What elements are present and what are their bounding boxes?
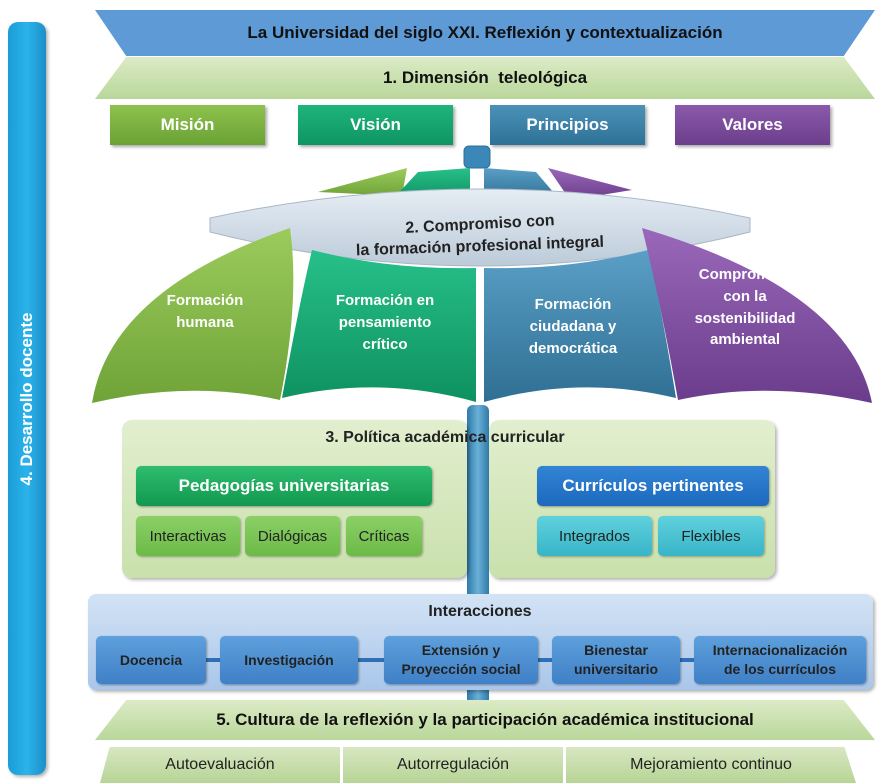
- connector: [680, 658, 694, 662]
- cultura-banner: 5. Cultura de la reflexión y la particip…: [95, 700, 875, 740]
- interaccion-label: Proyección social: [401, 661, 521, 677]
- segment-line: humana: [176, 313, 234, 331]
- pillar-mision: Misión: [110, 105, 265, 145]
- pedagogias-title: Pedagogías universitarias: [136, 466, 432, 506]
- segment-label-critico: Formación en pensamiento crítico: [310, 290, 460, 355]
- pillar-principios: Principios: [490, 105, 645, 145]
- interaccion-docencia: Docencia: [96, 636, 206, 684]
- title-banner: La Universidad del siglo XXI. Reflexión …: [95, 10, 875, 56]
- pillar-label: Misión: [160, 115, 215, 134]
- rib-green: [318, 168, 407, 196]
- segment-line: Formación: [534, 296, 612, 313]
- page-title: La Universidad del siglo XXI. Reflexión …: [247, 23, 723, 42]
- segment-line: con la: [723, 287, 767, 305]
- interacciones-title: Interacciones: [428, 603, 532, 620]
- politica-title: 3. Política académica curricular: [325, 429, 565, 446]
- connector: [538, 658, 552, 662]
- interaccion-label: universitario: [573, 661, 659, 677]
- segment-pensamiento-critico: [282, 250, 476, 402]
- curriculo-flexibles: Flexibles: [658, 516, 764, 556]
- interaccion-bienestar: Bienestar universitario: [552, 636, 680, 684]
- sidebar-desarrollo-docente: 4. Desarrollo docente: [8, 22, 46, 775]
- dimension-title: 1. Dimensión teleológica: [382, 68, 588, 87]
- segment-line: ciudadana y: [529, 317, 617, 335]
- pedagogia-criticas: Críticas: [346, 516, 422, 556]
- segment-line: Formación: [166, 292, 244, 309]
- interaccion-label: Docencia: [119, 651, 183, 668]
- interaccion-label: Extensión y: [421, 642, 501, 659]
- interaccion-extension: Extensión y Proyección social: [384, 636, 538, 684]
- interaccion-internacionalizacion: Internacionalización de los currículos: [694, 636, 866, 684]
- commitment-arc: [209, 188, 751, 267]
- pillar-valores: Valores: [675, 105, 830, 145]
- dimension-banner: 1. Dimensión teleológica: [95, 57, 875, 99]
- segment-line: pensamiento: [338, 313, 432, 331]
- pillar-label: Visión: [350, 115, 401, 134]
- cultura-autorregulacion: Autorregulación: [343, 747, 563, 783]
- segment-formacion-humana: [92, 228, 294, 403]
- cultura-title: 5. Cultura de la reflexión y la particip…: [216, 710, 754, 729]
- pillar-vision: Visión: [298, 105, 453, 145]
- segment-line: crítico: [362, 335, 408, 353]
- segment-label-humana: Formación humana: [140, 290, 270, 334]
- umbrella-knob: [463, 145, 491, 169]
- segment-label-sostenibilidad: Compromiso con la sostenibilidad ambient…: [670, 264, 820, 351]
- pillar-label: Principios: [526, 115, 609, 134]
- connector: [358, 658, 384, 662]
- segment-label-ciudadana: Formación ciudadana y democrática: [498, 294, 648, 359]
- interaccion-label: Bienestar: [584, 642, 648, 659]
- interaccion-label: Investigación: [244, 651, 334, 668]
- interaccion-investigacion: Investigación: [220, 636, 358, 684]
- interaccion-label: de los currículos: [723, 661, 837, 677]
- pedagogia-dialogicas: Dialógicas: [245, 516, 340, 556]
- curriculos-title: Currículos pertinentes: [537, 466, 769, 506]
- segment-line: Formación en: [335, 292, 435, 309]
- pillar-label: Valores: [722, 115, 783, 134]
- segment-line: democrática: [528, 339, 618, 357]
- segment-sostenibilidad: [642, 228, 872, 403]
- segment-line: Compromiso: [698, 266, 792, 283]
- curriculo-integrados: Integrados: [537, 516, 652, 556]
- segment-line: sostenibilidad: [694, 309, 796, 327]
- pedagogia-interactivas: Interactivas: [136, 516, 240, 556]
- segment-line: ambiental: [709, 331, 781, 349]
- cultura-autoevaluacion: Autoevaluación: [100, 747, 340, 783]
- segment-ciudadana: [484, 250, 676, 402]
- connector: [206, 658, 220, 662]
- cultura-mejoramiento: Mejoramiento continuo: [566, 747, 856, 783]
- interaccion-label: Internacionalización: [712, 642, 848, 659]
